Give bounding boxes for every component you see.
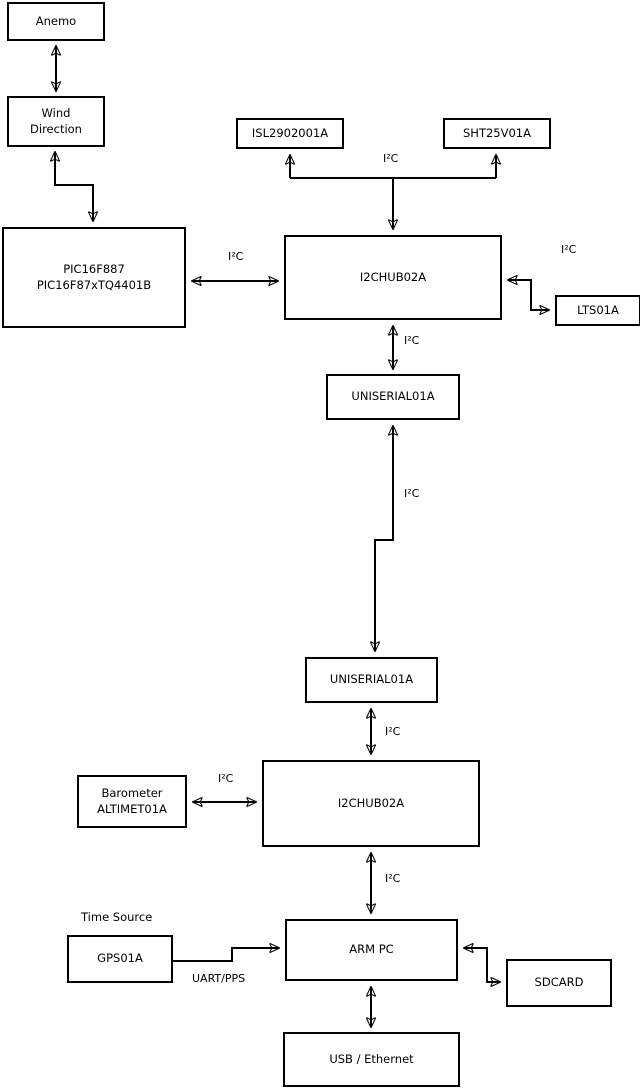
block-gps: GPS01A [67,935,173,983]
block-barometer: Barometer ALTIMET01A [77,775,187,828]
block-uniserial_lo: UNISERIAL01A [305,657,438,703]
connector-wind-pic [55,152,93,221]
edge-label-hub-uniserial: I²C [404,334,420,347]
block-pic: PIC16F887 PIC16F87xTQ4401B [2,227,186,328]
block-isl: ISL2902001A [236,118,344,149]
block-sht: SHT25V01A [443,118,551,149]
block-hub_bottom: I2CHUB02A [262,760,480,847]
block-sdcard: SDCARD [506,959,612,1007]
block-lts: LTS01A [555,295,640,326]
edge-label-barometer-hub2: I²C [218,772,234,785]
connector-armpc-sdcard [464,948,500,982]
block-usb_eth: USB / Ethernet [283,1032,460,1087]
edge-label-pic-hub: I²C [228,250,244,263]
edge-label-gps-armpc: UART/PPS [192,972,246,985]
connector-uniserial-uniserial [375,426,393,651]
edge-label-uniserial-uniserial: I²C [404,487,420,500]
block-anemo: Anemo [7,2,105,41]
edge-label-hub2-armpc: I²C [385,872,401,885]
label-time_source: Time Source [81,910,153,924]
edge-label-hub-lts: I²C [561,243,577,256]
block-wind_dir: Wind Direction [7,96,105,147]
edge-label-hub-isl-sht: I²C [383,152,399,165]
connector-hub-lts [508,280,549,310]
block-hub_top: I2CHUB02A [284,235,502,320]
connector-gps-armpc [173,948,279,962]
block-arm_pc: ARM PC [285,919,458,981]
block-uniserial_up: UNISERIAL01A [326,374,460,420]
edge-label-uniserial-hub2: I²C [385,725,401,738]
